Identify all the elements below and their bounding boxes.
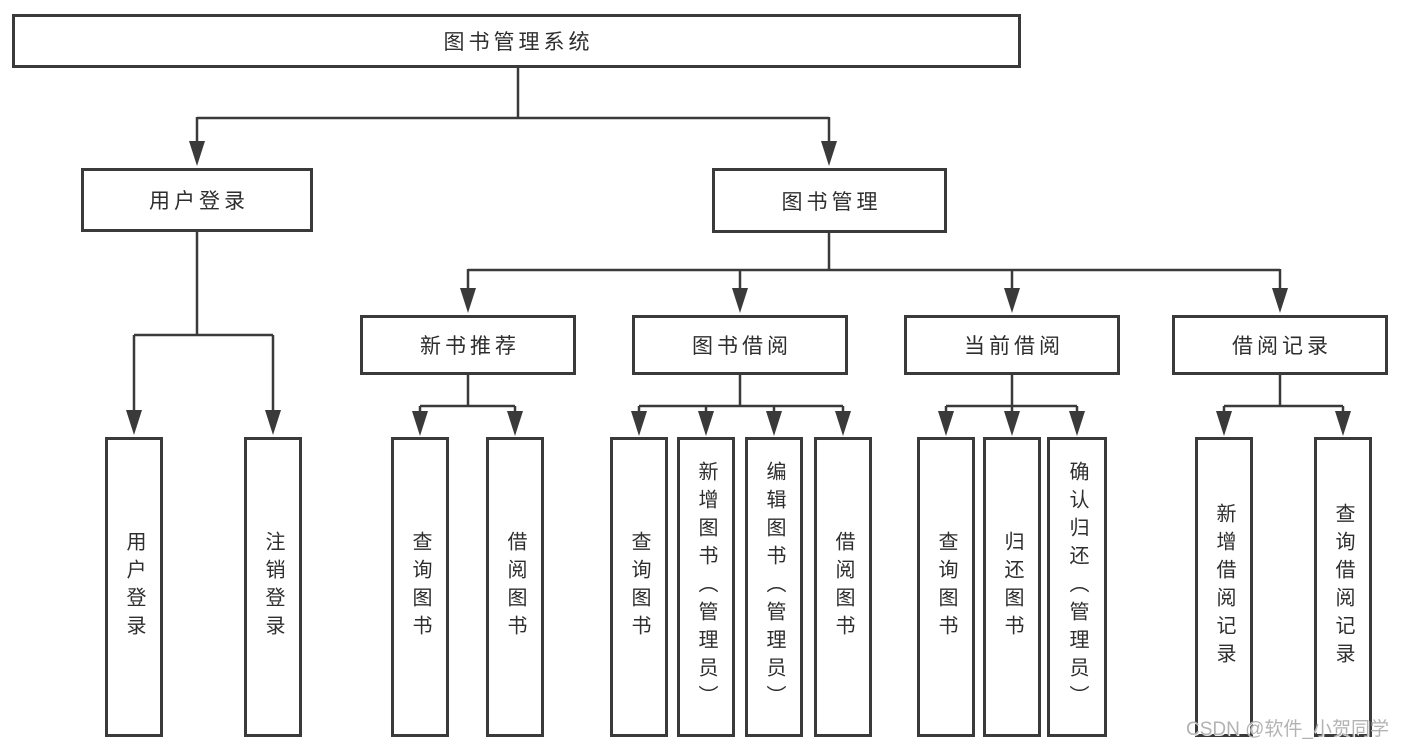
leaf-user-login: 用户登录 — [105, 437, 163, 737]
connector-book-borrowing-branch — [637, 375, 845, 414]
node-label: 查询图书 — [628, 531, 650, 643]
arrowhead — [460, 288, 476, 313]
arrowhead — [412, 411, 428, 436]
node-borrowing-records: 借阅记录 — [1172, 315, 1388, 375]
arrowhead — [835, 411, 851, 436]
node-label: 注销登录 — [262, 531, 284, 643]
node-label: 编辑图书（管理员） — [763, 461, 785, 713]
connector-new-book-branch — [418, 375, 517, 414]
arrowhead — [821, 141, 837, 166]
node-label: 当前借阅 — [964, 335, 1064, 358]
node-current-borrowing: 当前借阅 — [904, 315, 1120, 375]
connector-book-management-branch — [466, 233, 1282, 291]
node-book-borrowing: 图书借阅 — [632, 315, 848, 375]
leaf-borrow-books-borrowing: 借阅图书 — [814, 437, 872, 737]
arrowhead — [1335, 411, 1351, 436]
arrowhead — [938, 411, 954, 436]
arrowhead — [189, 141, 205, 166]
leaf-borrow-books-recommend: 借阅图书 — [486, 437, 544, 737]
leaf-query-borrow-record: 查询借阅记录 — [1314, 437, 1372, 737]
node-label: 借阅记录 — [1232, 335, 1332, 358]
arrowhead — [1272, 288, 1288, 313]
node-label: 新增借阅记录 — [1213, 503, 1235, 671]
node-label: 查询图书 — [935, 531, 957, 643]
node-label: 图书管理 — [781, 190, 882, 214]
arrowhead — [631, 411, 647, 436]
node-library-management-system: 图书管理系统 — [12, 14, 1021, 68]
node-label: 用户登录 — [123, 531, 145, 643]
leaf-query-books-current: 查询图书 — [917, 437, 975, 737]
node-user-login: 用户登录 — [81, 168, 313, 232]
leaf-query-books-borrowing: 查询图书 — [610, 437, 668, 737]
leaf-add-books-admin: 新增图书（管理员） — [677, 437, 735, 737]
connector-root-to-level2 — [195, 68, 831, 144]
connector-borrowing-records-branch — [1222, 375, 1345, 414]
watermark-text: CSDN @软件_小贺同学 — [1186, 719, 1389, 740]
node-label: 用户登录 — [149, 190, 249, 213]
leaf-query-books-recommend: 查询图书 — [391, 437, 449, 737]
node-label: 查询图书 — [409, 531, 431, 643]
arrowhead — [766, 411, 782, 436]
leaf-confirm-return-admin: 确认归还（管理员） — [1047, 437, 1107, 737]
connector-current-borrowing-branch — [944, 375, 1079, 414]
node-label: 图书借阅 — [692, 335, 792, 358]
node-label: 确认归还（管理员） — [1066, 461, 1088, 713]
connector-user-login-branch — [132, 232, 275, 413]
leaf-return-books: 归还图书 — [983, 437, 1041, 737]
node-label: 新增图书（管理员） — [695, 461, 717, 713]
node-book-management: 图书管理 — [712, 168, 947, 233]
leaf-logout: 注销登录 — [244, 437, 302, 737]
arrowhead — [1004, 411, 1020, 436]
arrowhead — [732, 288, 748, 313]
node-label: 借阅图书 — [832, 531, 854, 643]
node-label: 借阅图书 — [504, 531, 526, 643]
arrowhead — [265, 410, 281, 435]
node-label: 新书推荐 — [420, 335, 520, 358]
leaf-add-borrow-record: 新增借阅记录 — [1195, 437, 1253, 737]
node-label: 图书管理系统 — [443, 31, 594, 54]
node-label: 归还图书 — [1001, 531, 1023, 643]
arrowhead — [1069, 411, 1085, 436]
arrowhead — [507, 411, 523, 436]
arrowhead — [1004, 288, 1020, 313]
leaf-edit-books-admin: 编辑图书（管理员） — [745, 437, 803, 737]
node-label: 查询借阅记录 — [1332, 503, 1354, 671]
arrowhead — [698, 411, 714, 436]
arrowhead — [1216, 411, 1232, 436]
node-new-book-recommendation: 新书推荐 — [360, 315, 576, 375]
arrowhead — [126, 410, 142, 435]
